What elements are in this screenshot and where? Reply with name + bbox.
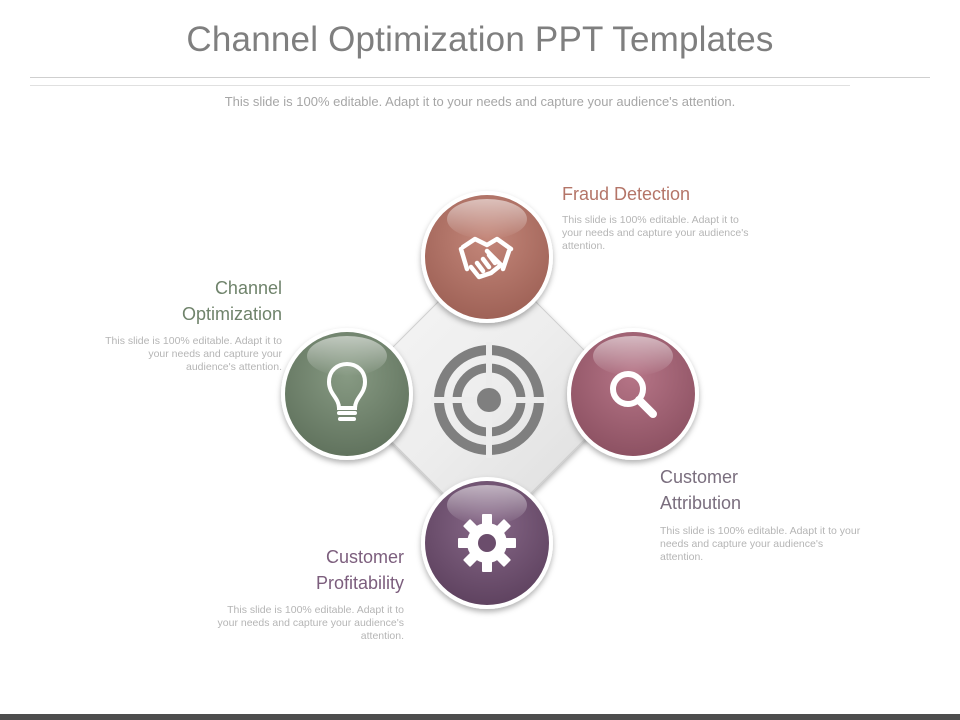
fraud-detection-heading: Fraud Detection bbox=[562, 184, 691, 204]
slide-title: Channel Optimization PPT Templates bbox=[186, 20, 774, 59]
handshake-icon bbox=[458, 236, 514, 280]
customer-attribution-description: This slide is 100% editable. Adapt it to… bbox=[660, 525, 861, 563]
gear-icon bbox=[458, 514, 516, 572]
channel-optimization-node bbox=[281, 328, 413, 460]
customer-profitability-heading: Customer Profitability bbox=[315, 547, 404, 593]
customer-profitability-description: This slide is 100% editable. Adapt it to… bbox=[217, 604, 404, 642]
lightbulb-icon bbox=[326, 361, 368, 421]
search-icon bbox=[610, 371, 657, 418]
channel-optimization-description: This slide is 100% editable. Adapt it to… bbox=[105, 335, 282, 373]
target-icon bbox=[431, 342, 547, 458]
title-divider bbox=[30, 77, 930, 78]
fraud-detection-description: This slide is 100% editable. Adapt it to… bbox=[562, 214, 749, 252]
bottom-bar bbox=[0, 714, 960, 720]
customer-attribution-heading: Customer Attribution bbox=[660, 467, 742, 513]
customer-attribution-node bbox=[567, 328, 699, 460]
fraud-detection-node bbox=[421, 191, 553, 323]
channel-optimization-heading: Channel Optimization bbox=[181, 278, 282, 324]
title-divider-secondary bbox=[30, 85, 850, 86]
slide-subtitle: This slide is 100% editable. Adapt it to… bbox=[224, 94, 736, 109]
customer-profitability-node bbox=[421, 477, 553, 609]
